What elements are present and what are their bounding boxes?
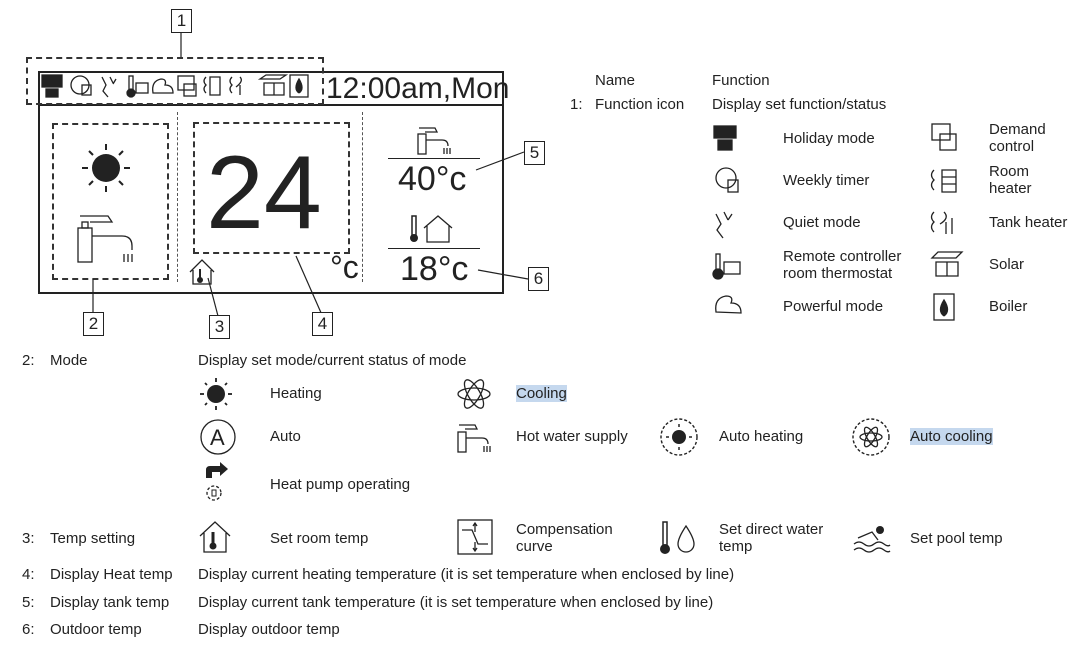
powerful-mode-label: Powerful mode [783,298,884,315]
row-4-num: 4: [22,566,35,583]
row-name: Function icon [595,96,685,113]
mode-label: Mode [50,352,88,369]
callout-5: 5 [524,141,545,165]
set-pool-temp-icon [853,526,891,553]
auto-heating-icon [660,418,698,456]
room-temp-icon [189,259,215,285]
auto-cooling-label: Auto cooling [910,428,993,445]
cooling-label: Cooling [516,385,567,402]
mode-num: 2: [22,352,35,369]
heat-pump-operating-label: Heat pump operating [270,476,411,493]
callout-leaders [92,32,529,317]
outdoor-line [388,248,480,249]
function-icon-strip [41,74,309,98]
tank-tap-icon [417,127,451,155]
mode-separator [177,112,178,282]
auto-icon: A [200,419,236,455]
right-separator [362,112,363,282]
row-6-label: Outdoor temp [50,621,142,638]
outdoor-temp: 18°c [400,250,469,288]
row-6-desc: Display outdoor temp [198,621,340,638]
screen-divider [38,104,502,106]
callout-1: 1 [171,9,192,33]
row-5-desc: Display current tank temperature (it is … [198,594,714,611]
function-icon-strip-outline [26,57,324,105]
header-function: Function [712,72,770,89]
set-room-temp-icon [199,521,231,553]
screen-frame [38,71,504,294]
heat-temp-value: 24 [206,135,322,251]
header-name: Name [595,72,636,89]
solar-label: Solar [989,256,1025,273]
callout-6: 6 [528,267,549,291]
mode-sun-icon [82,144,130,192]
quiet-mode-label: Quiet mode [783,214,861,231]
function-right-icons [930,123,964,321]
hot-water-supply-label: Hot water supply [516,428,628,445]
row-5-num: 5: [22,594,35,611]
set-room-temp-label: Set room temp [270,530,369,547]
row-4-label: Display Heat temp [50,566,173,583]
svg-text:A: A [210,425,225,450]
temp-setting-num: 3: [22,530,35,547]
weekly-timer-label: Weekly timer [783,172,870,189]
remote-thermostat-label: Remote controller room thermostat [783,248,902,282]
temp-setting-label: Temp setting [50,530,136,547]
row-6-num: 6: [22,621,35,638]
holiday-mode-label: Holiday mode [783,130,875,147]
compensation-curve-icon [457,519,493,555]
callout-3: 3 [209,315,230,339]
callout-2: 2 [83,312,104,336]
outdoor-icon [410,215,453,243]
tank-temp: 40°c [398,160,467,198]
room-heater-label: Room heater [989,163,1032,197]
heat-temp-box [193,122,350,254]
heating-label: Heating [270,385,322,402]
cooling-icon [457,379,491,409]
mode-hot-water-icon [77,215,133,263]
row-5-label: Display tank temp [50,594,170,611]
heat-pump-operating-icon [206,462,228,501]
set-pool-temp-label: Set pool temp [910,530,1003,547]
clock: 12:00am,Mon [326,72,510,105]
mode-box [52,123,169,280]
auto-cooling-icon [852,418,890,456]
set-direct-water-temp-icon [660,521,695,554]
set-direct-water-temp-label: Set direct water temp [719,521,824,555]
demand-control-label: Demand control [989,121,1046,155]
boiler-label: Boiler [989,298,1028,315]
auto-cooling-label-text: Auto cooling [910,428,993,445]
hot-water-supply-icon [457,424,491,453]
row-desc: Display set function/status [712,96,887,113]
function-left-icons [712,125,742,314]
tank-heater-label: Tank heater [989,214,1068,231]
row-4-desc: Display current heating temperature (it … [198,566,735,583]
row-num: 1: [570,96,583,113]
auto-label: Auto [270,428,301,445]
heating-icon [200,378,232,410]
tank-line [388,158,480,159]
auto-heating-label: Auto heating [719,428,804,445]
callout-4: 4 [312,312,333,336]
mode-desc: Display set mode/current status of mode [198,352,467,369]
compensation-curve-label: Compensation curve [516,521,613,555]
heat-temp-unit: °c [330,249,359,285]
